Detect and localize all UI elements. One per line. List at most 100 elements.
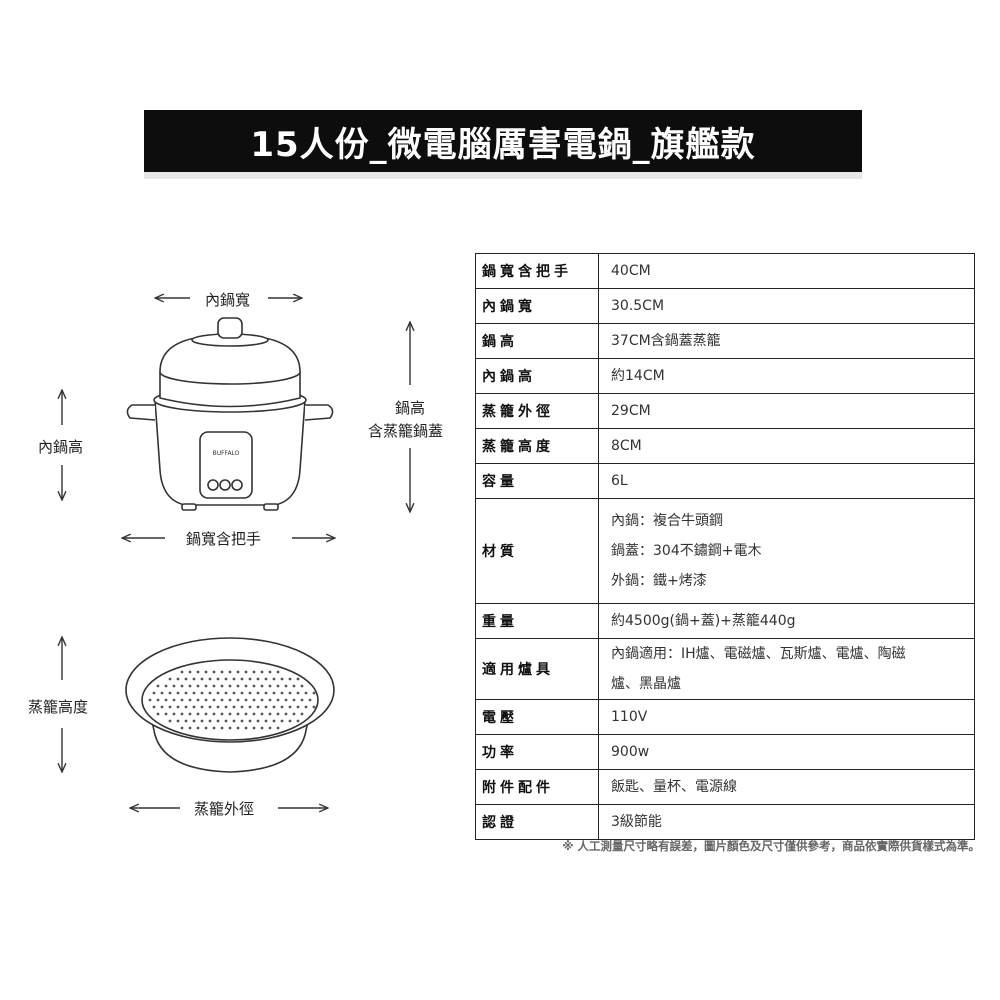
steamer-hole xyxy=(212,726,216,730)
steamer-hole xyxy=(264,705,268,709)
steamer-hole xyxy=(260,712,264,716)
steamer-hole xyxy=(180,670,184,674)
steamer-hole xyxy=(260,670,264,674)
steamer-hole xyxy=(268,726,272,730)
spec-value: 內鍋：複合牛頭鋼鍋蓋：304不鏽鋼+電木外鍋：鐵+烤漆 xyxy=(598,498,975,604)
spec-value: 飯匙、量杯、電源線 xyxy=(598,769,975,805)
steamer-hole xyxy=(288,705,292,709)
steamer-hole xyxy=(160,691,164,695)
spec-value: 40CM xyxy=(598,253,975,289)
spec-value: 內鍋適用：IH爐、電磁爐、瓦斯爐、電爐、陶磁爐、黑晶爐 xyxy=(598,638,975,700)
steamer-hole xyxy=(300,684,304,688)
steamer-hole xyxy=(200,677,204,681)
steamer-hole xyxy=(180,712,184,716)
spec-row: 適用爐具內鍋適用：IH爐、電磁爐、瓦斯爐、電爐、陶磁爐、黑晶爐 xyxy=(475,638,975,700)
steamer-hole xyxy=(252,726,256,730)
spec-value: 29CM xyxy=(598,393,975,429)
steamer-hole xyxy=(168,691,172,695)
steamer-hole xyxy=(196,698,200,702)
steamer-hole xyxy=(304,691,308,695)
steamer-hole xyxy=(184,705,188,709)
steamer-hole xyxy=(280,705,284,709)
steamer-hole xyxy=(180,726,184,730)
steamer-hole xyxy=(256,719,260,723)
steamer-hole xyxy=(232,691,236,695)
brand-logo-text: BUFFALO xyxy=(213,450,240,457)
steamer-hole xyxy=(284,698,288,702)
steamer-hole xyxy=(296,719,300,723)
spec-row: 重量約4500g(鍋+蓋)+蒸籠440g xyxy=(475,603,975,639)
steamer-hole xyxy=(220,670,224,674)
steamer-hole xyxy=(244,684,248,688)
steamer-hole xyxy=(236,726,240,730)
steamer-hole xyxy=(244,726,248,730)
steamer-hole xyxy=(156,684,160,688)
steamer-hole xyxy=(232,705,236,709)
steamer-hole xyxy=(164,684,168,688)
steamer-hole xyxy=(152,691,156,695)
steamer-hole xyxy=(180,698,184,702)
steamer-hole xyxy=(212,684,216,688)
spec-value: 3級節能 xyxy=(598,804,975,840)
spec-value: 約4500g(鍋+蓋)+蒸籠440g xyxy=(598,603,975,639)
steamer-hole xyxy=(272,705,276,709)
steamer-hole xyxy=(228,670,232,674)
steamer-hole xyxy=(220,684,224,688)
spec-key: 適用爐具 xyxy=(475,638,599,700)
spec-key: 蒸籠外徑 xyxy=(475,393,599,429)
steamer-hole xyxy=(276,712,280,716)
steamer-hole xyxy=(276,698,280,702)
steamer-hole xyxy=(188,698,192,702)
steamer-hole xyxy=(220,698,224,702)
steamer-hole xyxy=(176,677,180,681)
steamer-hole xyxy=(212,712,216,716)
steamer-hole xyxy=(204,726,208,730)
steamer-hole xyxy=(176,719,180,723)
steamer-hole xyxy=(200,691,204,695)
spec-value: 8CM xyxy=(598,428,975,464)
steamer-hole xyxy=(160,705,164,709)
steamer-hole xyxy=(240,719,244,723)
steamer-hole xyxy=(244,698,248,702)
steamer-hole xyxy=(172,712,176,716)
steamer-hole xyxy=(292,712,296,716)
steamer-hole xyxy=(208,677,212,681)
spec-value-line: 內鍋：複合牛頭鋼 xyxy=(611,513,723,529)
steamer-hole xyxy=(240,705,244,709)
steamer-hole xyxy=(244,712,248,716)
steamer-hole xyxy=(272,691,276,695)
steamer-hole xyxy=(184,677,188,681)
spec-key: 鍋寬含把手 xyxy=(475,253,599,289)
steamer-hole xyxy=(264,691,268,695)
steamer-hole xyxy=(256,705,260,709)
label-inner-height: 內鍋高 xyxy=(38,438,84,456)
steamer-hole xyxy=(196,684,200,688)
steamer-basket-illustration xyxy=(125,637,335,773)
spec-key: 材質 xyxy=(475,498,599,604)
steamer-hole xyxy=(188,684,192,688)
label-pot-height-2: 含蒸籠鍋蓋 xyxy=(368,422,444,440)
steamer-hole xyxy=(208,719,212,723)
steamer-hole xyxy=(288,691,292,695)
steamer-hole xyxy=(260,698,264,702)
steamer-hole xyxy=(200,705,204,709)
steamer-hole xyxy=(296,705,300,709)
steamer-hole xyxy=(212,670,216,674)
spec-value: 110V xyxy=(598,699,975,735)
disclaimer-note: ※ 人工測量尺寸略有誤差，圖片顏色及尺寸僅供參考，商品依實際供貨樣式為準。 xyxy=(562,839,980,853)
label-width-handles: 鍋寬含把手 xyxy=(186,530,262,548)
spec-value: 900w xyxy=(598,734,975,770)
spec-key: 電壓 xyxy=(475,699,599,735)
steamer-hole xyxy=(268,684,272,688)
steamer-hole xyxy=(276,684,280,688)
steamer-hole xyxy=(204,684,208,688)
steamer-hole xyxy=(168,705,172,709)
steamer-hole xyxy=(244,670,248,674)
steamer-hole xyxy=(216,719,220,723)
steamer-hole xyxy=(276,726,280,730)
steamer-hole xyxy=(228,698,232,702)
